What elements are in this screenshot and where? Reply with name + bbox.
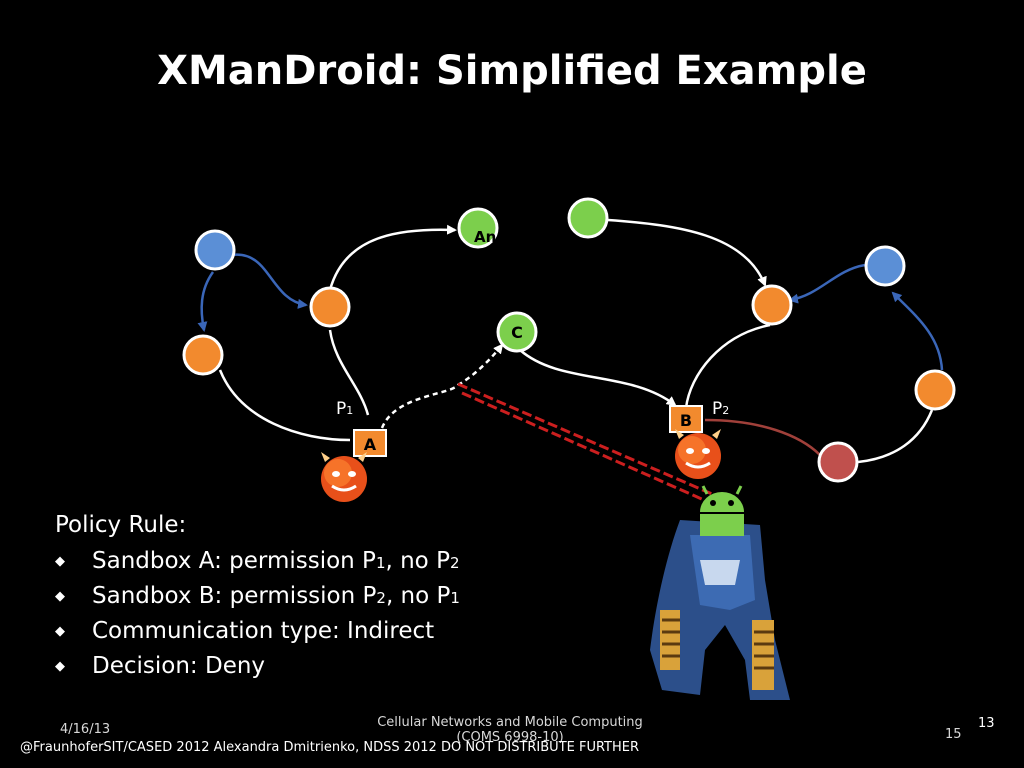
edge-green-to-orange: [607, 218, 767, 287]
label-An: An: [474, 228, 496, 246]
edge-left-orange-to-A: [218, 369, 351, 442]
node-green-top: [567, 197, 609, 239]
app-A-box: [353, 429, 387, 457]
node-blue-left: [194, 229, 236, 271]
edge-blue-right-to-orange: [788, 263, 866, 304]
policy-rule-item: ◆ Decision: Deny: [55, 649, 265, 684]
footer-slide-number: 13: [978, 716, 995, 731]
label-A: A: [364, 435, 377, 454]
label-P1: P1: [336, 399, 353, 419]
node-orange-center-left: [309, 286, 351, 328]
label-C: C: [511, 323, 523, 342]
policy-rule-block: Policy Rule: ◆ Sandbox A: permission P1,…: [55, 512, 460, 684]
malicious-devil-icon-A: [321, 452, 367, 502]
policy-rule-item: ◆ Sandbox B: permission P2, no P1: [55, 579, 460, 614]
edge-orange-to-red: [857, 409, 934, 464]
node-orange-left: [182, 334, 224, 376]
edge-orange-to-An: [328, 224, 457, 291]
edge-C-to-B: [519, 349, 677, 407]
policy-heading: Policy Rule:: [55, 512, 187, 538]
bullet-icon: ◆: [55, 659, 65, 674]
footer-page: 15: [945, 727, 962, 742]
malicious-devil-icon-B: [675, 429, 721, 479]
footer-date: 4/16/13: [60, 722, 111, 737]
label-P2: P2: [712, 399, 729, 419]
edge-A-to-C-dashed: [380, 343, 504, 429]
edge-orange-to-blue-right: [891, 291, 944, 371]
edge-blue-to-orange: [197, 271, 215, 332]
slide-title: XManDroid: Simplified Example: [157, 48, 867, 94]
node-red-right: [817, 441, 859, 483]
edge-orange-to-P1: [328, 329, 370, 416]
node-orange-center-right: [751, 284, 793, 326]
footer-course: Cellular Networks and Mobile Computing (…: [377, 715, 643, 745]
xmandroid-character-icon: [650, 485, 790, 700]
edge-orange-to-B: [684, 323, 771, 409]
edge-B-to-red: [704, 418, 821, 456]
deny-line-2: [461, 391, 705, 502]
footer-credit: @FraunhoferSIT/CASED 2012 Alexandra Dmit…: [20, 740, 640, 755]
policy-rule-item: ◆ Sandbox A: permission P1, no P2: [55, 544, 459, 579]
edge-blue-to-orange-2: [231, 253, 308, 309]
bullet-icon: ◆: [55, 589, 65, 604]
bullet-icon: ◆: [55, 554, 65, 569]
bullet-icon: ◆: [55, 624, 65, 639]
app-B-box: [669, 405, 703, 433]
policy-rule-item: ◆ Communication type: Indirect: [55, 614, 434, 649]
node-orange-right: [914, 369, 956, 411]
label-B: B: [680, 411, 692, 430]
node-green-C: [496, 311, 538, 353]
node-blue-right: [864, 245, 906, 287]
deny-line-1: [457, 382, 713, 496]
node-green-An: [457, 207, 499, 249]
